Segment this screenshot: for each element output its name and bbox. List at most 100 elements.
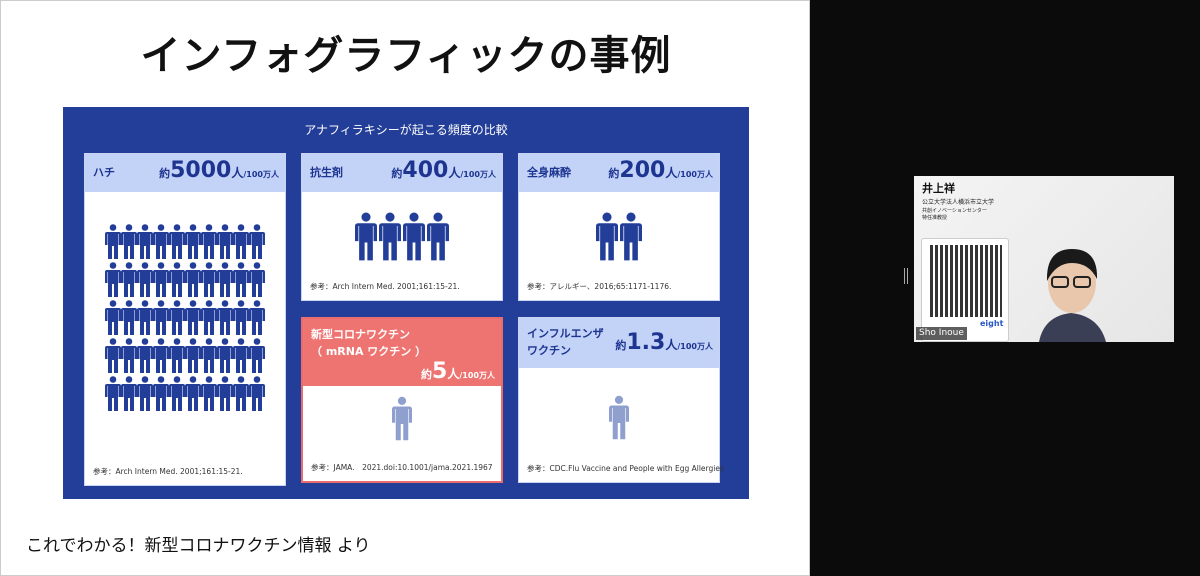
person-icon xyxy=(392,396,412,441)
speaker-video xyxy=(1039,249,1106,342)
qr-code xyxy=(930,245,1002,317)
figure-group xyxy=(302,208,502,266)
person-icon xyxy=(153,338,169,373)
person-icon xyxy=(355,212,377,261)
card-value: 約5000人/100万人 xyxy=(159,158,279,183)
person-icon xyxy=(169,338,185,373)
card-4: インフルエンザワクチン 約1.3人/100万人 参考：CDC.Flu Vacci… xyxy=(518,317,724,483)
person-icon xyxy=(609,395,629,440)
card-reference: 参考：JAMA. 2021.doi:10.1001/jama.2021.1967 xyxy=(311,463,493,472)
person-icon xyxy=(201,224,217,259)
person-icon xyxy=(185,338,201,373)
speaker-name: 井上祥 xyxy=(922,182,955,195)
person-icon xyxy=(105,376,121,411)
card-value: 約1.3人/100万人 xyxy=(615,330,713,355)
card-label: 抗生剤 xyxy=(310,166,343,179)
infographic-title: アナフィラキシーが起こる頻度の比較 xyxy=(304,123,508,137)
card-1: 抗生剤 約400人/100万人 参考：Arch Intern Med. 2001… xyxy=(301,153,503,301)
person-icon xyxy=(233,300,249,335)
person-icon xyxy=(217,376,233,411)
person-icon xyxy=(121,376,137,411)
card-label-2: ワクチン xyxy=(527,344,571,357)
value-number: 400 xyxy=(402,158,449,183)
slide-title: インフォグラフィックの事例 xyxy=(140,33,672,79)
person-icon xyxy=(379,212,401,261)
value-unit: /100万人 xyxy=(677,170,713,179)
person-icon xyxy=(153,262,169,297)
person-icon xyxy=(233,338,249,373)
person-icon xyxy=(185,300,201,335)
value-number: 1.3 xyxy=(626,330,666,355)
speaker-dept: 共創イノベーションセンター xyxy=(922,208,987,214)
person-icon xyxy=(105,262,121,297)
value-unit: /100万人 xyxy=(459,371,495,380)
person-icon xyxy=(121,224,137,259)
person-icon xyxy=(249,224,265,259)
value-prefix: 約 xyxy=(615,339,627,352)
person-icon xyxy=(201,262,217,297)
presentation-slide: インフォグラフィックの事例 アナフィラキシーが起こる頻度の比較 これでわかる！新… xyxy=(0,0,810,576)
video-tile[interactable]: 井上祥 公立大学法人横浜市立大学 共創イノベーションセンター 特任准教授 eig… xyxy=(914,176,1174,342)
card-3: 新型コロナワクチン（ mRNA ワクチン ） 約5人/100万人 参考：JAMA… xyxy=(301,317,503,483)
person-icon xyxy=(249,262,265,297)
speaker-org: 公立大学法人横浜市立大学 xyxy=(922,199,995,206)
value-prefix: 約 xyxy=(159,167,171,180)
value-number: 5000 xyxy=(170,158,232,183)
card-label: 新型コロナワクチン xyxy=(311,328,410,341)
person-icon xyxy=(233,224,249,259)
person-icon xyxy=(137,338,153,373)
person-icon xyxy=(217,224,233,259)
person-icon xyxy=(169,376,185,411)
person-icon xyxy=(217,338,233,373)
card-header: 抗生剤 約400人/100万人 xyxy=(302,154,502,192)
person-icon xyxy=(249,300,265,335)
card-2: 全身麻酔 約200人/100万人 参考：アレルギー、2016;65:1171-1… xyxy=(518,153,720,301)
figure-group xyxy=(519,208,719,266)
figure-group xyxy=(303,391,501,447)
person-icon xyxy=(137,262,153,297)
card-header: 新型コロナワクチン（ mRNA ワクチン ） 約5人/100万人 xyxy=(303,319,501,386)
value-number: 200 xyxy=(619,158,666,183)
person-icon xyxy=(249,376,265,411)
person-icon xyxy=(169,262,185,297)
person-icon xyxy=(201,376,217,411)
person-icon xyxy=(233,376,249,411)
card-label: インフルエンザ xyxy=(527,327,604,340)
person-icon xyxy=(201,338,217,373)
qr-card: eight xyxy=(921,238,1009,342)
person-icon xyxy=(169,300,185,335)
value-suffix: 人 xyxy=(231,166,244,180)
slide-caption: これでわかる！新型コロナワクチン情報 より xyxy=(26,536,371,556)
person-icon xyxy=(105,224,121,259)
card-header: 全身麻酔 約200人/100万人 xyxy=(519,154,719,192)
person-icon xyxy=(185,262,201,297)
person-icon xyxy=(153,376,169,411)
person-icon xyxy=(105,300,121,335)
person-icon xyxy=(249,338,265,373)
value-unit: /100万人 xyxy=(243,170,279,179)
person-icon xyxy=(185,224,201,259)
person-icon xyxy=(403,212,425,261)
card-header: インフルエンザワクチン 約1.3人/100万人 xyxy=(519,318,719,368)
value-unit: /100万人 xyxy=(460,170,496,179)
person-icon xyxy=(217,262,233,297)
card-value: 約200人/100万人 xyxy=(608,158,713,183)
card-label: 全身麻酔 xyxy=(527,166,571,179)
person-icon xyxy=(137,224,153,259)
person-icon xyxy=(137,376,153,411)
speaker-position: 特任准教授 xyxy=(922,215,948,221)
figure-group xyxy=(85,224,285,412)
value-suffix: 人 xyxy=(665,338,678,352)
person-icon xyxy=(596,212,618,261)
value-suffix: 人 xyxy=(448,166,461,180)
card-reference: 参考：CDC.Flu Vaccine and People with Egg A… xyxy=(527,464,724,473)
value-number: 5 xyxy=(432,359,448,384)
card-reference: 参考：Arch Intern Med. 2001;161:15-21. xyxy=(310,282,460,291)
resize-handle[interactable] xyxy=(904,268,908,284)
person-icon xyxy=(169,224,185,259)
person-icon xyxy=(233,262,249,297)
person-icon xyxy=(185,376,201,411)
person-icon xyxy=(427,212,449,261)
person-icon xyxy=(137,300,153,335)
person-icon xyxy=(121,338,137,373)
